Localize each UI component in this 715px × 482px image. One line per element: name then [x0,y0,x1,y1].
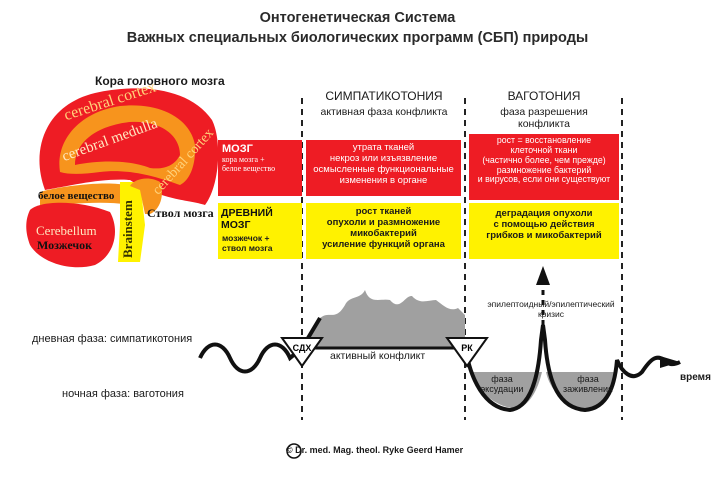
exudation-area [470,372,542,409]
active-yellow-cell: рост тканей опухоли и размножение микоба… [306,203,461,259]
healing-label: фаза заживления [563,374,613,395]
cerebellum-en-label: Cerebellum [36,223,97,238]
copyright-circle [286,443,302,459]
old-brain-row-title: ДРЕВНИЙ МОЗГ [221,207,273,231]
exudation-label: фаза эксудации [480,374,524,395]
brain-caption: Кора головного мозга [95,74,225,88]
crisis-arrow-head [536,266,550,285]
old-brain-row-sub: мозжечок + ствол мозга [222,233,273,253]
brain-illustration [26,88,219,268]
resolution-red-cell: рост = восстановление клеточной ткани (ч… [469,134,619,200]
vegetative-curve [198,316,681,413]
brain-row-title: МОЗГ [222,143,253,155]
brainstem-label: Brainstem [120,200,135,258]
active-red-cell: утрата тканей некроз или изъязвление осм… [306,140,461,196]
active-conflict-label: активный конфликт [330,350,426,362]
copyright: © Dr. med. Mag. theol. Ryke Geerd Hamer [286,445,464,455]
day-phase-label: дневная фаза: симпатикотония [32,333,193,345]
night-phase-label: ночная фаза: ваготония [62,388,184,400]
dhs-triangle [280,337,324,368]
healing-area [546,372,617,411]
title-line-1: Онтогенетическая Система [259,10,456,26]
vagotonia-title: ВАГОТОНИЯ [507,89,581,103]
sympathicotonia-sub: активная фаза конфликта [320,106,448,118]
resolution-yellow-cell: деградация опухоли с помощью действия гр… [469,203,619,259]
sympathicotonia-title: СИМПАТИКОТОНИЯ [325,89,443,103]
old-brain-row-label: ДРЕВНИЙ МОЗГ мозжечок + ствол мозга [218,203,302,259]
cerebellum-ru-label: Мозжечок [37,238,93,252]
brain-row-sub: кора мозга + белое вещество [222,155,276,173]
rk-triangle [445,337,489,368]
time-label: время [680,372,711,383]
brain-row-label: МОЗГ кора мозга + белое вещество [218,140,302,196]
brainstem-ru-label: Ствол мозга [147,206,214,220]
dhs-label: СДХ [293,343,312,353]
crisis-label: эпилептоидный/эпилептический кризис [487,299,615,319]
white-matter-label: белое вещество [38,190,115,202]
title-line-2: Важных специальных биологических програм… [126,30,589,46]
time-arrow-head [660,356,680,368]
active-conflict-area [302,290,465,348]
vagotonia-sub: фаза разрешения конфликта [500,106,588,131]
rk-label: РК [461,343,473,353]
